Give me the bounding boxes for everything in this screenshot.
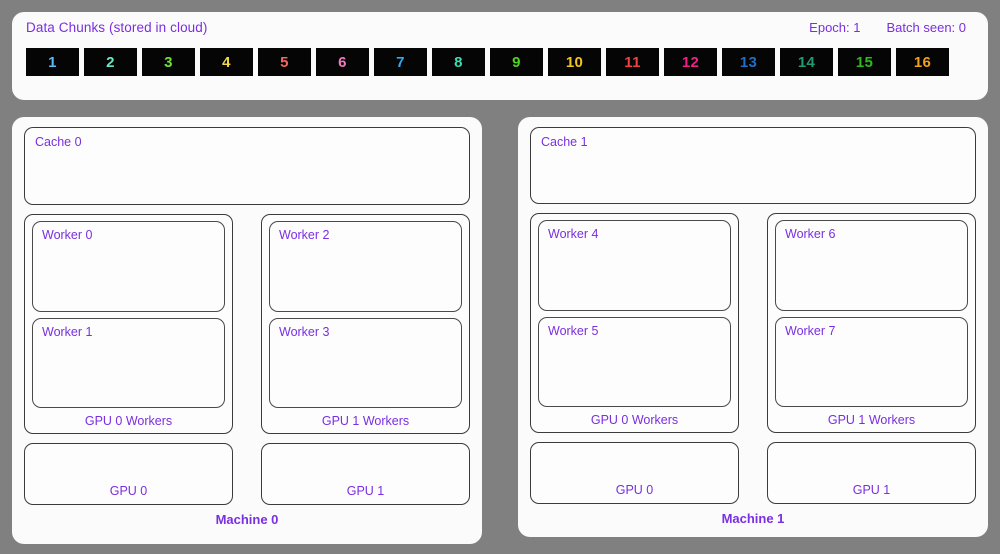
worker-label: Worker 3 xyxy=(279,324,330,339)
gpu-worker-group-0: Worker 0 Worker 1 GPU 0 Workers xyxy=(24,214,233,434)
data-chunk-15[interactable]: 15 xyxy=(838,48,891,76)
data-chunks-panel: Data Chunks (stored in cloud) Epoch: 1 B… xyxy=(12,12,988,100)
gpu-row: GPU 0 GPU 1 xyxy=(530,442,976,504)
cache-label: Cache 0 xyxy=(35,135,82,149)
gpu-label: GPU 0 xyxy=(109,484,148,498)
gpu-worker-group-caption: GPU 1 Workers xyxy=(321,414,410,428)
data-chunk-12[interactable]: 12 xyxy=(664,48,717,76)
gpu-row: GPU 0 GPU 1 xyxy=(24,443,470,505)
gpu-label: GPU 1 xyxy=(852,483,891,497)
data-chunk-2[interactable]: 2 xyxy=(84,48,137,76)
gpu-worker-group-0: Worker 4 Worker 5 GPU 0 Workers xyxy=(530,213,739,433)
epoch-counter: Epoch: 1 xyxy=(809,20,861,35)
data-chunk-5[interactable]: 5 xyxy=(258,48,311,76)
cache-box-0[interactable]: Cache 0 xyxy=(24,127,470,205)
cache-label: Cache 1 xyxy=(541,135,588,149)
data-chunk-8[interactable]: 8 xyxy=(432,48,485,76)
worker-label: Worker 4 xyxy=(548,227,599,241)
data-chunk-7[interactable]: 7 xyxy=(374,48,427,76)
batch-seen-counter: Batch seen: 0 xyxy=(886,20,967,35)
data-chunk-14[interactable]: 14 xyxy=(780,48,833,76)
worker-box-worker-7[interactable]: Worker 7 xyxy=(775,316,968,407)
cache-box-1[interactable]: Cache 1 xyxy=(530,127,976,204)
worker-label: Worker 6 xyxy=(785,227,836,241)
gpu-worker-group-caption: GPU 0 Workers xyxy=(84,414,173,428)
data-chunk-3[interactable]: 3 xyxy=(142,48,195,76)
data-chunk-11[interactable]: 11 xyxy=(606,48,659,76)
worker-label: Worker 2 xyxy=(279,228,330,242)
training-stats: Epoch: 1 Batch seen: 0 xyxy=(809,20,974,35)
worker-label: Worker 0 xyxy=(42,228,93,242)
data-chunks-title: Data Chunks (stored in cloud) xyxy=(26,20,208,35)
machine-caption: Machine 1 xyxy=(721,511,785,526)
worker-label: Worker 5 xyxy=(548,323,599,338)
worker-box-worker-3[interactable]: Worker 3 xyxy=(269,317,462,408)
gpu-box-1[interactable]: GPU 1 xyxy=(767,442,976,504)
worker-box-worker-6[interactable]: Worker 6 xyxy=(775,220,968,311)
data-chunk-4[interactable]: 4 xyxy=(200,48,253,76)
worker-label: Worker 1 xyxy=(42,324,93,339)
data-chunk-9[interactable]: 9 xyxy=(490,48,543,76)
gpu-box-1[interactable]: GPU 1 xyxy=(261,443,470,505)
worker-box-worker-2[interactable]: Worker 2 xyxy=(269,221,462,312)
worker-label: Worker 7 xyxy=(785,323,836,338)
gpu-worker-group-caption: GPU 0 Workers xyxy=(590,413,679,427)
gpu-box-0[interactable]: GPU 0 xyxy=(24,443,233,505)
gpu-worker-group-caption: GPU 1 Workers xyxy=(827,413,916,427)
machine-caption: Machine 0 xyxy=(215,512,279,527)
gpu-worker-group-1: Worker 6 Worker 7 GPU 1 Workers xyxy=(767,213,976,433)
data-chunks-header: Data Chunks (stored in cloud) Epoch: 1 B… xyxy=(26,20,974,40)
data-chunk-6[interactable]: 6 xyxy=(316,48,369,76)
data-chunk-1[interactable]: 1 xyxy=(26,48,79,76)
worker-box-worker-5[interactable]: Worker 5 xyxy=(538,316,731,407)
data-chunk-10[interactable]: 10 xyxy=(548,48,601,76)
gpu-box-0[interactable]: GPU 0 xyxy=(530,442,739,504)
gpu-label: GPU 1 xyxy=(346,484,385,498)
worker-box-worker-4[interactable]: Worker 4 xyxy=(538,220,731,311)
gpu-label: GPU 0 xyxy=(615,483,654,497)
data-chunk-16[interactable]: 16 xyxy=(896,48,949,76)
data-chunk-13[interactable]: 13 xyxy=(722,48,775,76)
worker-box-worker-1[interactable]: Worker 1 xyxy=(32,317,225,408)
gpu-worker-group-1: Worker 2 Worker 3 GPU 1 Workers xyxy=(261,214,470,434)
worker-box-worker-0[interactable]: Worker 0 xyxy=(32,221,225,312)
